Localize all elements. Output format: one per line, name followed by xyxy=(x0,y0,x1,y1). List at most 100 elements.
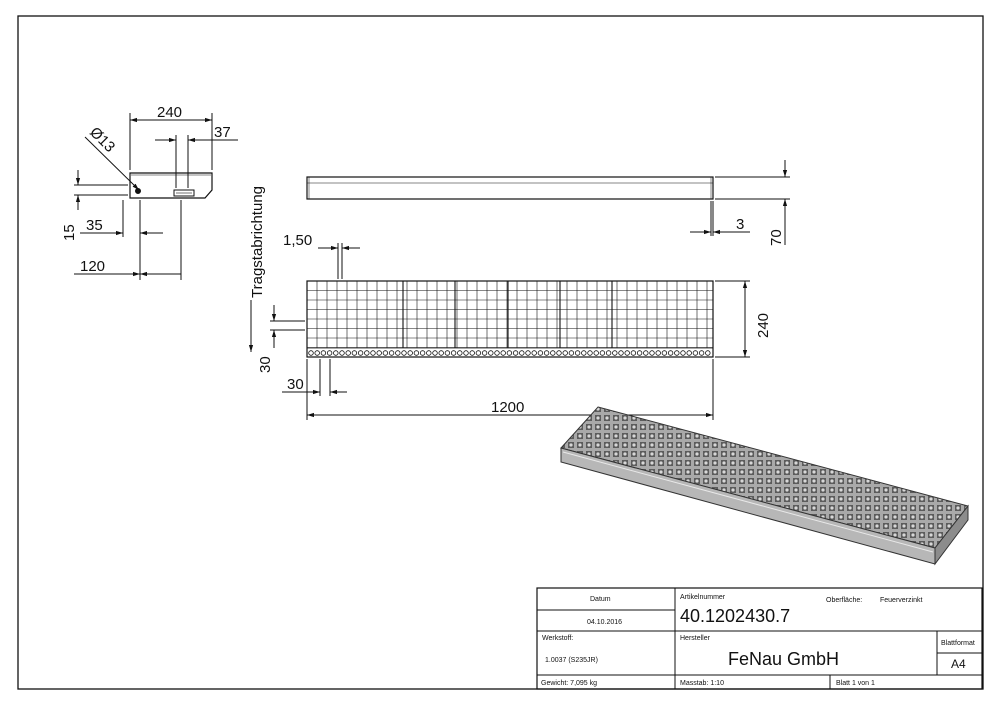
nosing-tooth xyxy=(581,350,587,356)
side-profile xyxy=(129,172,213,199)
nosing-tooth xyxy=(568,350,575,356)
iso-end-face xyxy=(934,504,969,566)
nosing-tooth xyxy=(333,350,339,356)
nosing-tooth xyxy=(382,350,389,356)
dim-pitch-30-horizontal: 30 xyxy=(287,376,304,393)
nosing-tooth xyxy=(587,350,593,356)
oberflaeche-value: Feuerverzinkt xyxy=(880,597,922,604)
nosing-tooth xyxy=(612,350,618,356)
front-view xyxy=(306,160,790,245)
nosing-tooth xyxy=(655,350,661,356)
nosing-tooth xyxy=(618,350,624,356)
nosing-tooth xyxy=(339,350,345,356)
nosing-tooth xyxy=(370,350,376,356)
nosing-tooth xyxy=(357,350,364,356)
nosing-tooth xyxy=(475,350,482,356)
nosing-tooth xyxy=(705,350,711,356)
nosing-tooth xyxy=(667,350,674,356)
nosing-tooth xyxy=(345,350,351,356)
nosing-tooth xyxy=(537,350,544,356)
nosing-tooth xyxy=(543,350,550,356)
nosing-tooth xyxy=(326,350,333,356)
front-outline xyxy=(306,176,714,200)
nosing-tooth xyxy=(562,350,568,356)
nosing-tooth xyxy=(351,350,358,356)
nosing-tooth xyxy=(599,350,606,356)
nosing-tooth xyxy=(550,350,556,356)
dim-side-offset: 37 xyxy=(214,124,231,141)
nosing-tooth xyxy=(512,350,519,356)
nosing-tooth xyxy=(680,350,686,356)
side-section-view xyxy=(74,113,238,280)
hersteller-value: FeNau GmbH xyxy=(728,649,839,669)
nosing-tooth xyxy=(698,350,705,356)
nosing-tooth xyxy=(419,350,426,356)
nosing-tooth xyxy=(494,350,500,356)
nosing-teeth xyxy=(308,350,711,356)
werkstoff-label: Werkstoff: xyxy=(542,635,573,642)
nosing-tooth xyxy=(457,350,463,356)
nosing-tooth xyxy=(643,350,649,356)
dim-side-120: 120 xyxy=(80,258,105,275)
nosing-tooth xyxy=(388,350,395,356)
dim-mesh-150: 1,50 xyxy=(283,232,312,249)
blattformat-value: A4 xyxy=(951,657,966,671)
dim-pitch-30-vertical: 30 xyxy=(257,356,274,373)
nosing-tooth xyxy=(636,350,643,356)
title-block xyxy=(536,587,983,690)
isometric-view xyxy=(560,406,969,566)
dim-length: 1200 xyxy=(491,399,524,416)
nosing-tooth xyxy=(432,350,438,356)
nosing-tooth xyxy=(593,350,599,356)
nosing-tooth xyxy=(401,350,407,356)
nosing-tooth xyxy=(649,350,655,356)
nosing-tooth xyxy=(364,350,370,356)
nosing-tooth xyxy=(469,350,475,356)
nosing-tooth xyxy=(407,350,413,356)
nosing-tooth xyxy=(395,350,401,356)
nosing-tooth xyxy=(630,350,637,356)
dim-side-35: 35 xyxy=(86,217,103,234)
blattformat-label: Blattformat xyxy=(941,640,975,647)
blatt: Blatt 1 von 1 xyxy=(836,680,875,687)
dim-hole-diameter: Ø13 xyxy=(86,124,118,156)
dim-depth: 240 xyxy=(755,313,772,338)
nosing-tooth xyxy=(376,350,382,356)
nosing-tooth xyxy=(661,350,668,356)
bar-direction-label: Tragstabrichtung xyxy=(249,186,266,298)
nosing-tooth xyxy=(605,350,612,356)
nosing-tooth xyxy=(308,350,314,356)
nosing-tooth xyxy=(506,350,513,356)
datum-label: Datum xyxy=(590,596,611,603)
nosing-tooth xyxy=(444,350,451,356)
nosing-tooth xyxy=(450,350,457,356)
nosing-tooth xyxy=(463,350,469,356)
gewicht: Gewicht: 7,095 kg xyxy=(541,680,597,687)
drawing-frame xyxy=(17,15,984,690)
nosing-tooth xyxy=(500,350,506,356)
nosing-tooth xyxy=(692,350,699,356)
nosing-tooth xyxy=(413,350,420,356)
werkstoff-value: 1.0037 (S235JR) xyxy=(545,657,598,664)
artikel-value: 40.1202430.7 xyxy=(680,606,790,626)
dim-thickness: 3 xyxy=(736,216,744,233)
hersteller-label: Hersteller xyxy=(680,635,711,642)
nosing-tooth xyxy=(525,350,531,356)
nosing-tooth xyxy=(624,350,630,356)
nosing-tooth xyxy=(426,350,432,356)
massstab: Masstab: 1:10 xyxy=(680,680,724,687)
dim-side-width: 240 xyxy=(157,104,182,121)
dim-side-height: 15 xyxy=(61,224,78,241)
nosing-tooth xyxy=(686,350,692,356)
top-view xyxy=(248,243,750,420)
dim-height: 70 xyxy=(768,229,785,246)
datum-value: 04.10.2016 xyxy=(587,619,622,626)
oberflaeche-label: Oberfläche: xyxy=(826,597,862,604)
nosing-tooth xyxy=(314,350,320,356)
nosing-tooth xyxy=(674,350,680,356)
nosing-tooth xyxy=(481,350,488,356)
nosing-tooth xyxy=(556,350,562,356)
nosing-tooth xyxy=(438,350,444,356)
nosing-tooth xyxy=(531,350,537,356)
